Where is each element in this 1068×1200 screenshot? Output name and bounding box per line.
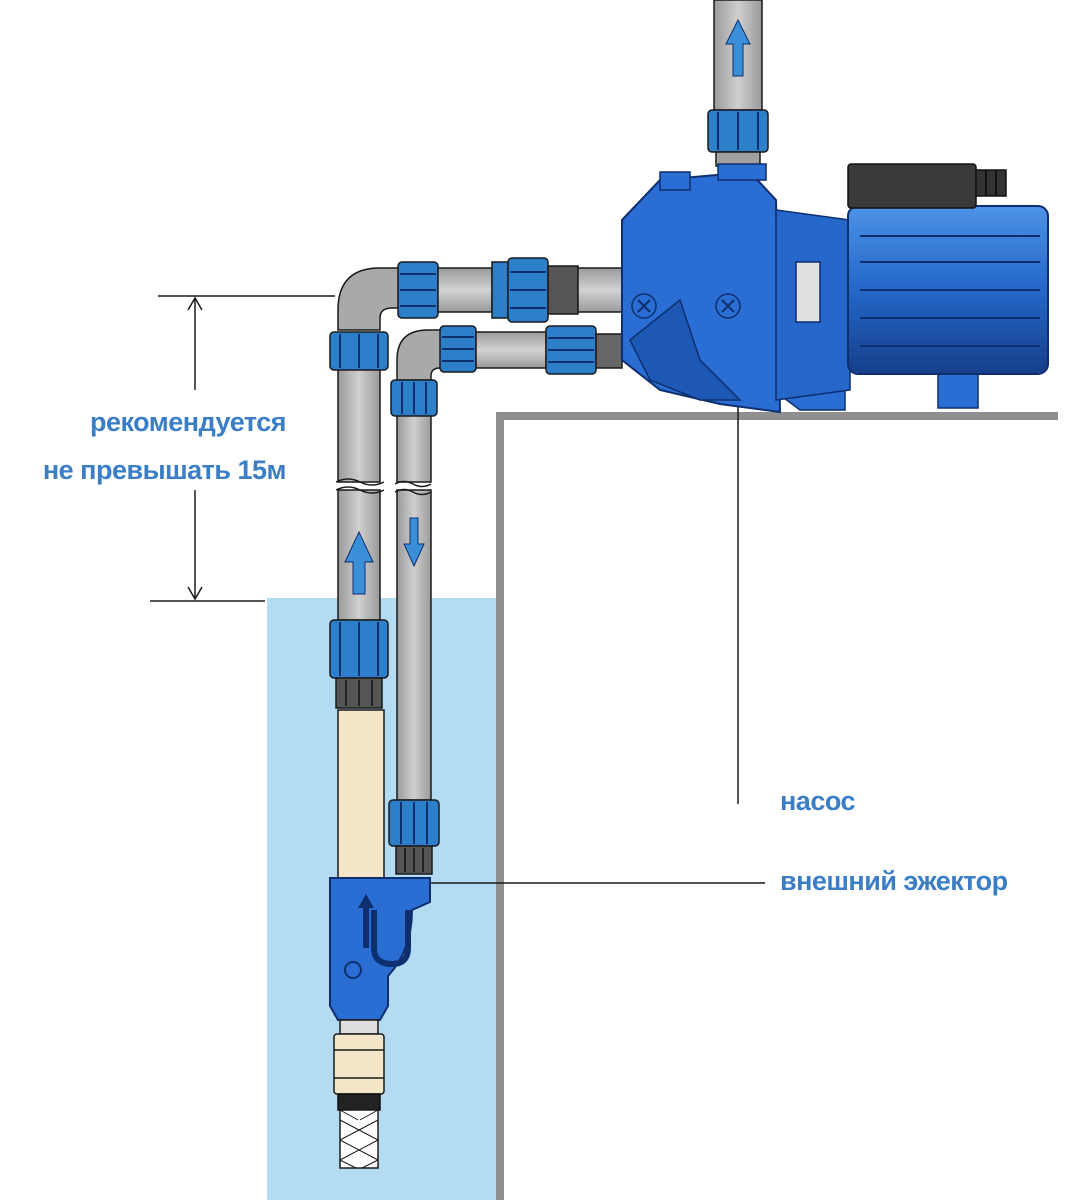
return-down-arrow xyxy=(403,517,425,568)
depth-recommendation-label: рекомендуется не превышать 15м xyxy=(42,398,287,494)
return-pipe xyxy=(388,329,447,875)
strainer xyxy=(339,1109,379,1169)
ejector-label: внешний эжектор xyxy=(780,866,1008,896)
pump xyxy=(621,163,1049,414)
outlet-pipe xyxy=(707,0,769,167)
outlet-up-arrow xyxy=(725,18,751,77)
upper-horizontal-pipe xyxy=(397,257,625,323)
lower-horizontal-pipe xyxy=(439,325,623,375)
depth-label-line2: не превышать 15м xyxy=(42,455,287,485)
suction-up-arrow xyxy=(344,530,374,595)
suction-pipe xyxy=(329,267,401,879)
ground-line xyxy=(496,412,1058,1200)
pump-label: насос xyxy=(780,786,856,816)
depth-label-line1: рекомендуется xyxy=(89,407,287,437)
depth-dimension xyxy=(150,295,335,602)
suction-insert xyxy=(337,709,385,879)
external-ejector xyxy=(329,877,431,1169)
